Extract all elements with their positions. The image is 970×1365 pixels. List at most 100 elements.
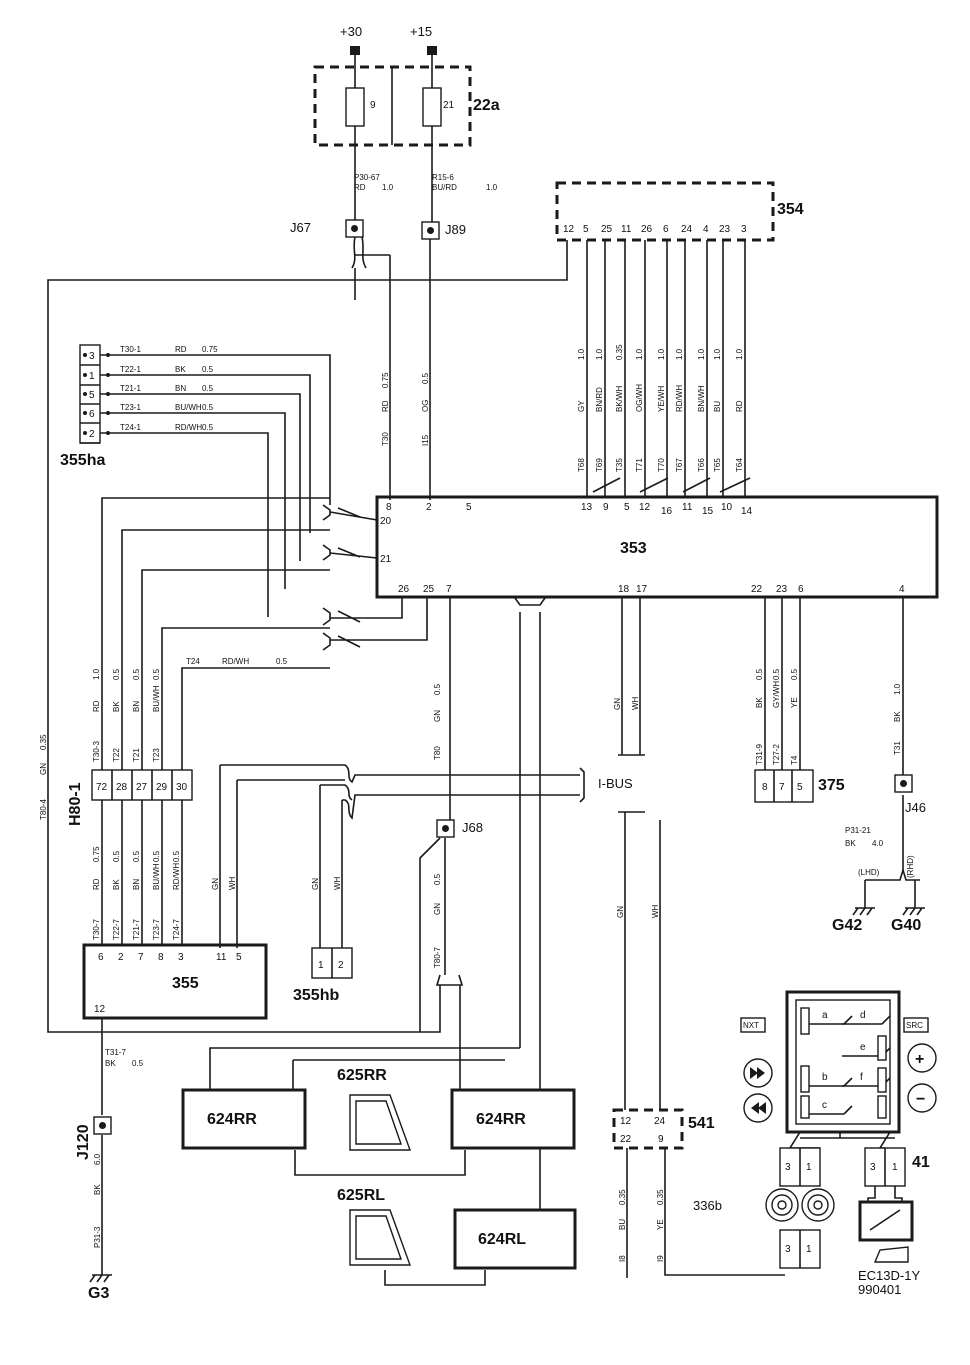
wire-term-label: T31-9	[755, 744, 764, 765]
svg-text:0.5: 0.5	[433, 873, 442, 885]
horn-icon	[873, 1246, 909, 1263]
harness-color: RD/WH	[175, 423, 202, 432]
module-354-label: 354	[777, 201, 804, 218]
module-354-pin: 3	[741, 224, 747, 235]
fast-forward-icon	[743, 1058, 773, 1088]
svg-text:(RHD): (RHD)	[906, 855, 915, 878]
harness-to-353	[330, 597, 403, 619]
wire-size-label: 1.0	[713, 348, 722, 360]
speaker-624rr-right: 624RR	[450, 1088, 576, 1150]
wire-crossover	[719, 477, 751, 493]
wire-size-label: 0.5	[755, 668, 764, 680]
wire-color-label: BN/RD	[595, 387, 604, 412]
harness-bracket	[322, 504, 331, 521]
module-353-pin: 14	[741, 506, 753, 517]
wire-color-label: OG/WH	[635, 384, 644, 412]
fuse-9-label: 9	[370, 100, 376, 111]
svg-text:G3: G3	[88, 1285, 109, 1302]
module-353-pin: 9	[603, 502, 609, 513]
wire-color-label: YE	[790, 697, 799, 708]
svg-text:1: 1	[318, 960, 324, 971]
svg-text:3: 3	[785, 1162, 791, 1173]
module-353-pin: 20	[380, 516, 392, 527]
clockspring-336b: 3 1 3 1	[765, 1147, 835, 1269]
module-354-pin: 4	[703, 224, 709, 235]
svg-text:0.75: 0.75	[381, 372, 390, 388]
connector-355ha-pin: 5	[89, 390, 95, 401]
harness-color: BN	[175, 384, 186, 393]
h80-wires: 0.75RDT30-71.0RDT30-30.5BKT22-70.5BKT220…	[92, 497, 330, 948]
harness-color: RD	[175, 345, 187, 354]
connector-h80-pin: 30	[176, 782, 188, 793]
svg-text:GN: GN	[613, 698, 622, 710]
switch-contact	[804, 1015, 853, 1025]
module-354-pin: 25	[601, 224, 613, 235]
harness-wire	[100, 374, 311, 533]
svg-text:1.0: 1.0	[382, 183, 394, 192]
svg-text:624RR: 624RR	[476, 1111, 526, 1128]
svg-text:BK: BK	[93, 1184, 102, 1195]
t24-color: RD/WH	[222, 657, 249, 666]
wire-size-label: 1.0	[635, 348, 644, 360]
module-353-pin: 22	[751, 584, 763, 595]
module-354-pin: 6	[663, 224, 669, 235]
wire-size-label: 0.5	[132, 850, 141, 862]
svg-text:12: 12	[620, 1116, 632, 1127]
module-353-pin: 7	[446, 584, 452, 595]
wire-size-label: 0.5	[132, 668, 141, 680]
svg-text:WH: WH	[333, 876, 342, 890]
svg-text:T80-4: T80-4	[39, 799, 48, 820]
module-355-pin: 2	[118, 952, 124, 963]
wire-term-label: T21-7	[132, 919, 141, 940]
svg-text:625RR: 625RR	[337, 1067, 387, 1084]
svg-text:G40: G40	[891, 917, 921, 934]
module-353-pin: 2	[426, 502, 432, 513]
nxt-label: NXT	[743, 1021, 759, 1030]
harness-to-353	[329, 511, 378, 521]
svg-text:I15: I15	[421, 434, 430, 446]
wire-term-label: T30-3	[92, 741, 101, 762]
svg-text:624RL: 624RL	[478, 1231, 526, 1248]
svg-text:T31: T31	[893, 741, 902, 755]
svg-text:T30: T30	[381, 432, 390, 446]
harness-size: 0.75	[202, 345, 218, 354]
module-353-pin: 23	[776, 584, 788, 595]
horn-connector-41: 3 1 41 EC13D-1Y 990401	[858, 1147, 930, 1297]
svg-text:BK: BK	[845, 839, 856, 848]
switch-contact-label: d	[860, 1010, 866, 1021]
h80-upper-wire	[161, 627, 330, 770]
wire-term-label: T66	[697, 458, 706, 472]
module-353-pin: 10	[721, 502, 733, 513]
switch-contact	[804, 1105, 853, 1115]
wire-term-label: T30-7	[92, 919, 101, 940]
switch-contact	[842, 1015, 891, 1025]
module-353-pin: 21	[380, 554, 392, 565]
switch-contact-label: f	[860, 1072, 863, 1083]
module-353-pin: 8	[386, 502, 392, 513]
svg-text:R15-6: R15-6	[432, 173, 454, 182]
connector-355ha-pin: 6	[89, 409, 95, 420]
svg-text:P30-67: P30-67	[354, 173, 380, 182]
pin-dot	[83, 373, 87, 377]
module-353-pin: 18	[618, 584, 630, 595]
svg-text:RD: RD	[354, 183, 366, 192]
resistor	[800, 1007, 810, 1035]
h80-upper-wire	[121, 529, 330, 770]
switch-contact-label: e	[860, 1042, 866, 1053]
wire-color-label: GY/WH	[772, 681, 781, 708]
harness-term: T23-1	[120, 403, 141, 412]
module-353-pin: 13	[581, 502, 593, 513]
svg-text:9: 9	[658, 1134, 664, 1145]
connector-355ha-label: 355ha	[60, 452, 105, 469]
connector-h80-pin: 28	[116, 782, 128, 793]
supply-terminal-15	[427, 46, 437, 55]
svg-text:G42: G42	[832, 917, 862, 934]
resistor	[800, 1065, 810, 1093]
wire-term-label: T71	[635, 458, 644, 472]
svg-text:BU: BU	[618, 1219, 627, 1230]
